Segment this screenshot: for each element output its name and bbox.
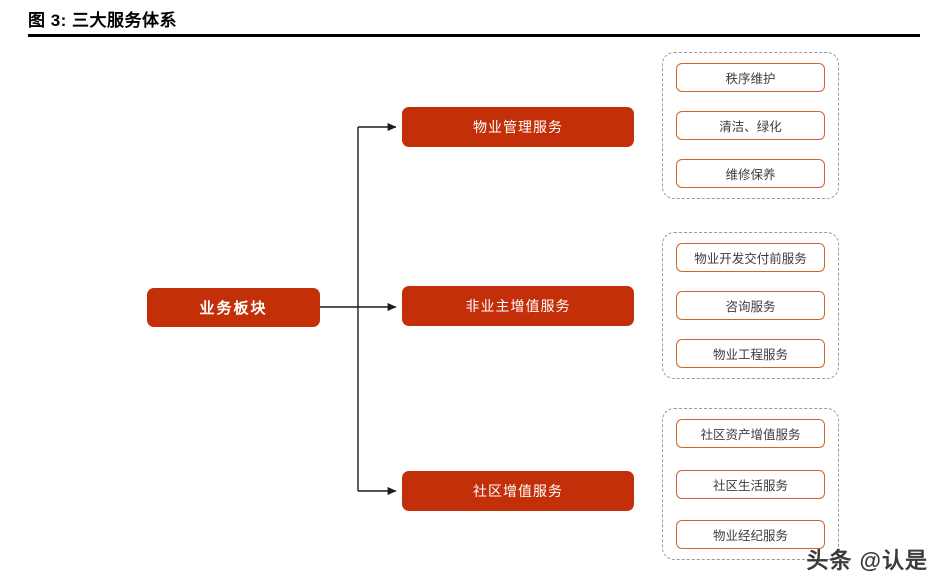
header-divider — [28, 34, 920, 37]
connector-lines — [320, 123, 397, 495]
leaf-node[interactable]: 社区生活服务 — [676, 469, 825, 499]
leaf-node[interactable]: 维修保养 — [676, 159, 825, 188]
leaf-node[interactable]: 清洁、绿化 — [676, 111, 825, 140]
page-title: 图 3: 三大服务体系 — [28, 11, 178, 30]
branch-node-non-owner-value-added[interactable]: 非业主增值服务 — [402, 286, 634, 326]
group-container-non-owner-value-added: 物业开发交付前服务 咨询服务 物业工程服务 — [662, 232, 839, 379]
leaf-node[interactable]: 咨询服务 — [676, 291, 825, 320]
watermark: 头条 @认是 — [806, 548, 928, 573]
leaf-node[interactable]: 秩序维护 — [676, 63, 825, 92]
branch-node-community-value-added[interactable]: 社区增值服务 — [402, 471, 634, 511]
leaf-node[interactable]: 物业工程服务 — [676, 339, 825, 368]
leaf-node[interactable]: 物业开发交付前服务 — [676, 243, 825, 272]
group-container-property-management: 秩序维护 清洁、绿化 维修保养 — [662, 52, 839, 199]
branch-node-property-management[interactable]: 物业管理服务 — [402, 107, 634, 147]
root-node-business-segments[interactable]: 业务板块 — [147, 288, 320, 327]
leaf-node[interactable]: 社区资产增值服务 — [676, 419, 825, 448]
leaf-node[interactable]: 物业经纪服务 — [676, 520, 825, 549]
group-container-community-value-added: 社区资产增值服务 社区生活服务 物业经纪服务 — [662, 408, 839, 560]
service-system-diagram: 业务板块 物业管理服务 非业主增值服务 社区增值服务 秩序维护 清洁、绿化 维修… — [0, 40, 942, 581]
